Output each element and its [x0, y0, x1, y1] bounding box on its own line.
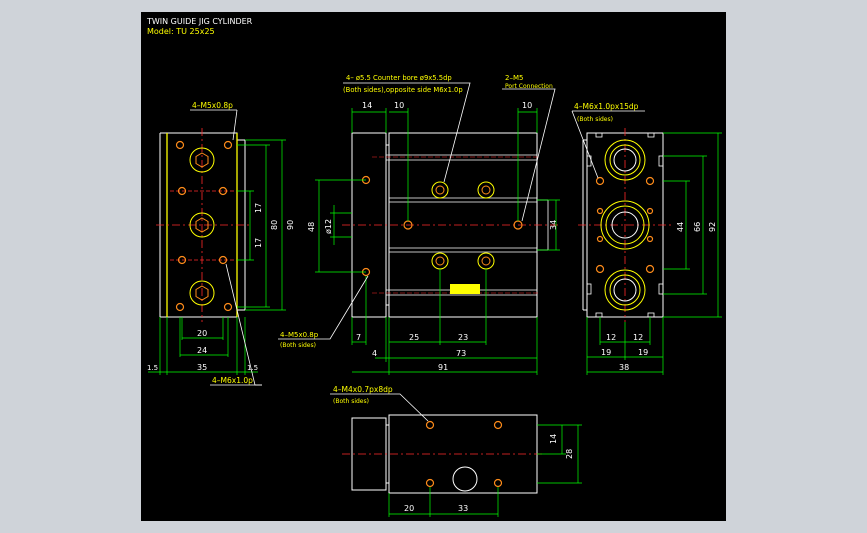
- threaded-hole-icon: [425, 478, 435, 488]
- threaded-hole-icon: [175, 140, 185, 150]
- dim-right-12a: 12: [606, 333, 616, 342]
- hex-bolt-icon: [189, 280, 215, 306]
- dim-bottom-33: 33: [458, 504, 468, 513]
- threaded-hole-icon: [645, 264, 655, 274]
- dim-left-35: 35: [197, 363, 207, 372]
- left-end-view: 80 90 17 17 20 24 35 1.5 1.5 4–M5x0.8p 4…: [147, 101, 295, 386]
- callout-bottom-top-l2: (Both sides): [333, 398, 369, 405]
- threaded-hole-icon: [223, 302, 233, 312]
- dim-center-7: 7: [356, 333, 361, 342]
- threaded-hole-icon: [646, 207, 654, 215]
- threaded-hole-icon: [596, 207, 604, 215]
- dim-center-48: 48: [307, 222, 316, 232]
- dim-right-19a: 19: [601, 348, 611, 357]
- piston-rod-icon: [600, 200, 650, 250]
- threaded-hole-icon: [493, 478, 503, 488]
- dim-left-17b: 17: [254, 238, 263, 248]
- threaded-hole-icon: [595, 176, 605, 186]
- threaded-hole-icon: [646, 235, 654, 243]
- callout-left-top: 4–M5x0.8p: [192, 101, 233, 110]
- front-end-view: 44 66 92 12 12 19 19 38 4–M6x1.0px15dp (…: [571, 102, 722, 375]
- dim-center-10b: 10: [522, 101, 532, 110]
- guide-bushing-icon: [604, 139, 646, 181]
- dim-center-25: 25: [409, 333, 419, 342]
- center-bore-icon: [452, 466, 478, 492]
- counterbore-hole-icon: [431, 181, 449, 199]
- dim-center-73: 73: [456, 349, 466, 358]
- callout-center-top-right-l1: 2–M5: [505, 74, 523, 82]
- dim-left-24: 24: [197, 346, 207, 355]
- guide-bushing-icon: [604, 269, 646, 311]
- dim-bottom-14: 14: [549, 434, 558, 444]
- dim-center-23: 23: [458, 333, 468, 342]
- counterbore-hole-icon: [431, 252, 449, 270]
- hex-bolt-icon: [189, 147, 215, 173]
- dim-center-14: 14: [362, 101, 372, 110]
- dim-bottom-20: 20: [404, 504, 414, 513]
- top-view: 14 28 20 33 4–M4x0.7px8dp (Both sides): [330, 385, 582, 517]
- callout-center-top-l2: (Both sides),opposite side M6x1.0p: [343, 86, 463, 94]
- callout-center-top-right-l2: Port Connection: [505, 83, 553, 90]
- callout-bottom-top-l1: 4–M4x0.7px8dp: [333, 385, 393, 394]
- dim-left-1-5a: 1.5: [147, 364, 158, 372]
- dim-right-12b: 12: [633, 333, 643, 342]
- nameplate: [450, 284, 480, 294]
- threaded-hole-icon: [645, 176, 655, 186]
- drawing-canvas: [141, 12, 726, 521]
- threaded-hole-icon: [177, 186, 187, 196]
- dim-left-17a: 17: [254, 203, 263, 213]
- threaded-hole-icon: [425, 420, 435, 430]
- dim-center-phi12: ø12: [324, 219, 333, 234]
- threaded-hole-icon: [177, 255, 187, 265]
- threaded-hole-icon: [175, 302, 185, 312]
- callout-center-top-l1: 4– ø5.5 Counter bore ø9x5.5dp: [346, 74, 452, 82]
- dim-left-1-5b: 1.5: [247, 364, 258, 372]
- threaded-hole-icon: [223, 140, 233, 150]
- callout-center-bottom-l2: (Both sides): [280, 342, 316, 349]
- dim-center-34: 34: [549, 220, 558, 230]
- threaded-hole-icon: [218, 186, 228, 196]
- counterbore-hole-icon: [477, 252, 495, 270]
- dim-center-10a: 10: [394, 101, 404, 110]
- threaded-hole-icon: [218, 255, 228, 265]
- dim-right-66: 66: [693, 222, 702, 232]
- dim-bottom-28: 28: [565, 449, 574, 459]
- title-line-2: Model: TU 25x25: [147, 27, 215, 36]
- dim-right-44: 44: [676, 222, 685, 232]
- dim-right-38: 38: [619, 363, 629, 372]
- counterbore-hole-icon: [477, 181, 495, 199]
- dim-center-91: 91: [438, 363, 448, 372]
- callout-right-top-l1: 4–M6x1.0px15dp: [574, 102, 639, 111]
- threaded-hole-icon: [596, 235, 604, 243]
- hex-bolt-icon: [189, 212, 215, 238]
- dim-left-80: 80: [270, 220, 279, 230]
- threaded-hole-icon: [493, 420, 503, 430]
- threaded-hole-icon: [595, 264, 605, 274]
- title-line-1: TWIN GUIDE JIG CYLINDER: [146, 17, 253, 26]
- dim-left-20: 20: [197, 329, 207, 338]
- dim-left-90: 90: [286, 220, 295, 230]
- dim-center-4: 4: [372, 349, 377, 358]
- side-view: 14 10 10 48 ø12 34 7 25 23 4 73 91 4– ø5…: [278, 74, 560, 375]
- dim-right-92: 92: [708, 222, 717, 232]
- dim-right-19b: 19: [638, 348, 648, 357]
- callout-left-bottom: 4–M6x1.0p: [212, 376, 253, 385]
- callout-center-bottom-l1: 4–M5x0.8p: [280, 331, 319, 339]
- callout-right-top-l2: (Both sides): [577, 116, 613, 123]
